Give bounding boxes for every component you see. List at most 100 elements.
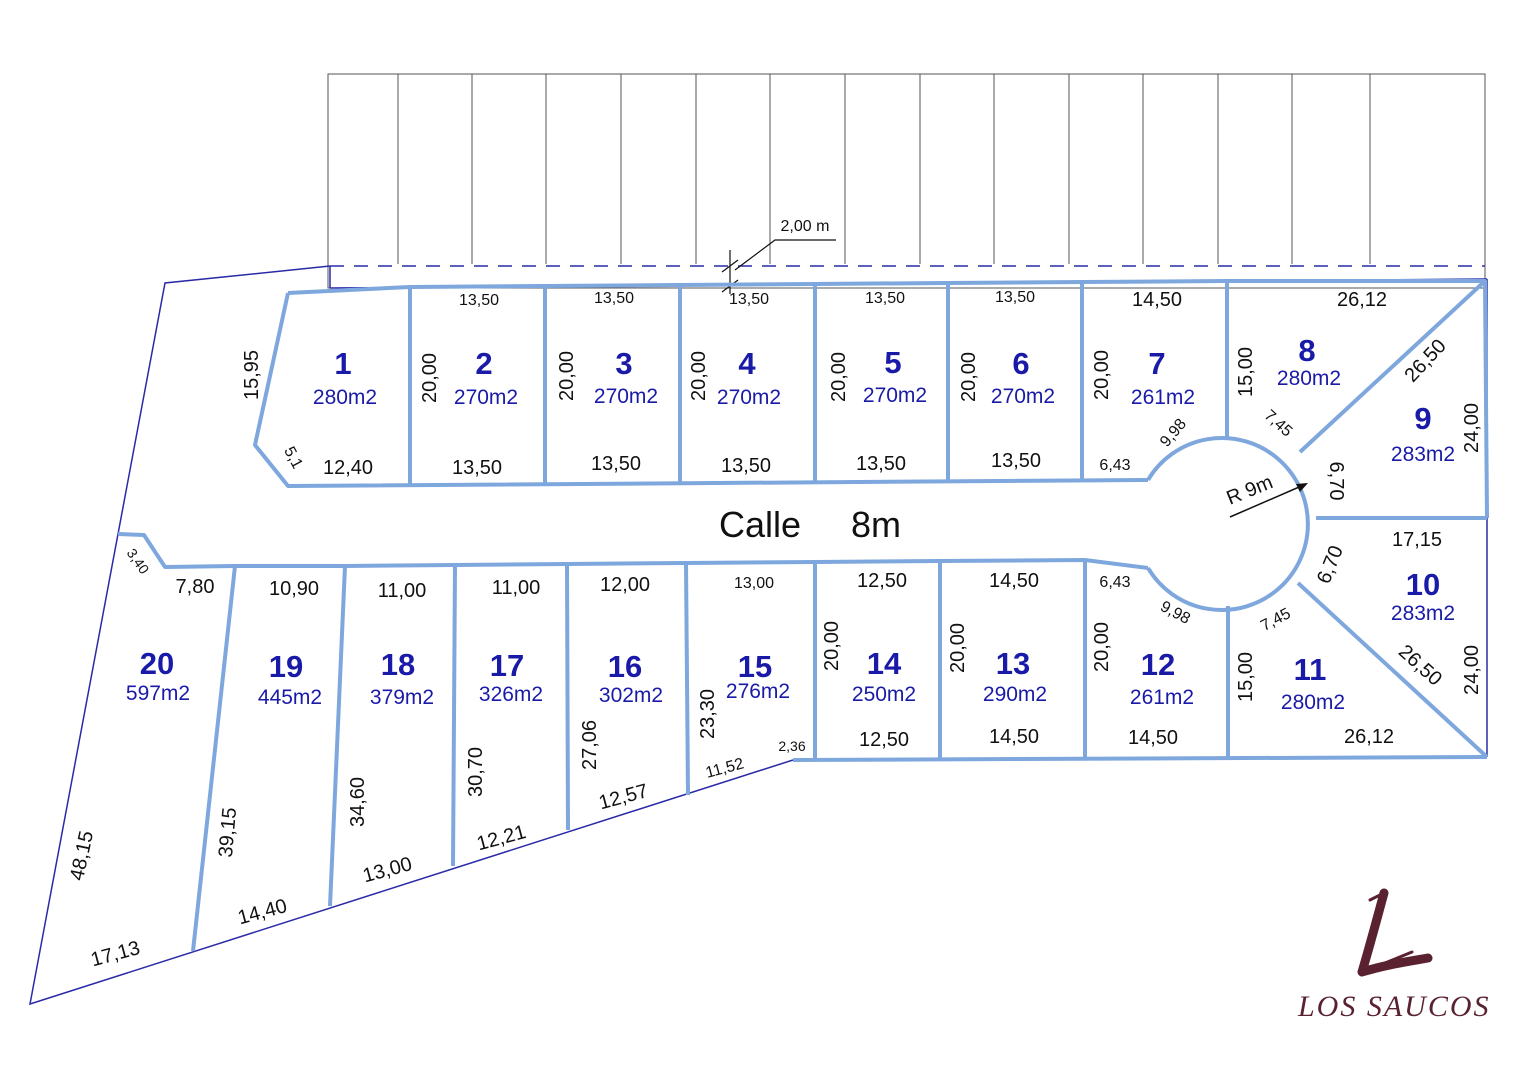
lot-area: 270m2	[454, 386, 518, 409]
dim-label: 13,50	[865, 290, 905, 307]
lot-4[interactable]: 4 270m2	[717, 346, 781, 409]
dim-label: 7,45	[1258, 605, 1294, 635]
lot-area: 261m2	[1131, 386, 1195, 409]
lot-area: 445m2	[258, 686, 322, 709]
lot-number: 6	[1012, 346, 1029, 381]
dim-label: 26,50	[1394, 641, 1446, 691]
dim-label: 7,80	[176, 576, 215, 598]
lot-number: 9	[1414, 401, 1431, 436]
radius-label: R 9m	[1223, 471, 1276, 509]
lot-area: 290m2	[983, 683, 1047, 706]
lot-2[interactable]: 2 270m2	[454, 346, 518, 409]
logo-mark	[1357, 888, 1433, 977]
dim-label: 13,50	[995, 289, 1035, 306]
lot-number: 14	[867, 646, 902, 681]
logo-text: LOS SAUCOS	[1297, 990, 1491, 1023]
south-block-lines	[117, 532, 1489, 952]
lot-number: 2	[475, 346, 492, 381]
lot-area: 270m2	[594, 385, 658, 408]
street-label: Calle 8m	[719, 504, 901, 545]
lot-6[interactable]: 6 270m2	[991, 346, 1055, 408]
dim-label: 27,06	[579, 720, 601, 770]
lot-number: 12	[1141, 647, 1175, 682]
lot-area: 270m2	[991, 385, 1055, 408]
dim-label: 34,60	[347, 777, 369, 827]
dim-label: 13,00	[360, 853, 414, 887]
dim-label: 13,50	[729, 291, 769, 308]
dim-label: 12,40	[323, 457, 373, 479]
dim-label: 14,50	[989, 726, 1039, 748]
lot-number: 8	[1298, 333, 1315, 368]
dim-label: 39,15	[215, 807, 241, 859]
dim-label: 15,95	[241, 350, 263, 400]
lot-area: 326m2	[479, 683, 543, 706]
dim-label: 13,50	[721, 455, 771, 477]
lot-area: 379m2	[370, 686, 434, 709]
dim-label: 12,21	[474, 821, 528, 855]
lot-number: 5	[884, 345, 901, 380]
dim-label: 10,90	[269, 578, 319, 600]
lot-number: 17	[490, 648, 524, 683]
lot-number: 10	[1406, 567, 1440, 602]
lot-number: 11	[1294, 652, 1327, 687]
dim-label: 13,50	[594, 290, 634, 307]
dim-label: 17,13	[88, 937, 142, 971]
dim-label: 13,50	[452, 457, 502, 479]
dim-label: 26,50	[1400, 335, 1450, 387]
east-dimensions: 17,15 6,70 7,45 26,50 24,00 26,12 6,43 9…	[1091, 529, 1483, 749]
lot-area: 270m2	[717, 386, 781, 409]
lot-area: 280m2	[1277, 367, 1341, 390]
dim-label: 15,00	[1235, 347, 1257, 397]
dim-label: 14,50	[1132, 289, 1182, 311]
dim-label: 20,00	[1091, 350, 1113, 400]
dim-label: 6,43	[1099, 457, 1130, 474]
street-name: Calle	[719, 504, 801, 545]
dim-label: 2,36	[778, 738, 805, 754]
lot-area: 250m2	[852, 683, 916, 706]
cul-de-sac	[1146, 436, 1310, 612]
street-width: 8m	[851, 504, 901, 545]
dim-label: 12,57	[596, 780, 650, 814]
brand-logo: LOS SAUCOS	[1297, 888, 1491, 1023]
lot-area: 597m2	[126, 682, 190, 705]
dim-label: 12,50	[857, 570, 907, 592]
lot-area: 283m2	[1391, 602, 1455, 625]
dim-label: 6,43	[1099, 574, 1130, 591]
lot-5[interactable]: 5 270m2	[863, 345, 927, 407]
lot-number: 15	[738, 649, 772, 684]
dim-label: 23,30	[697, 689, 719, 739]
dim-label: 13,50	[856, 453, 906, 475]
dim-label: 6,70	[1313, 543, 1348, 587]
dim-label: 11,00	[492, 577, 541, 599]
dim-label: 20,00	[1091, 622, 1113, 672]
dim-label: 24,00	[1461, 645, 1483, 695]
dim-label: 15,00	[1235, 652, 1257, 702]
dim-label: 20,00	[828, 352, 850, 402]
dim-label: 11,52	[704, 755, 746, 782]
lot-area: 270m2	[863, 384, 927, 407]
dim-label: 24,00	[1461, 403, 1483, 453]
lot-number: 19	[269, 649, 303, 684]
dim-label: 20,00	[958, 352, 980, 402]
dim-label: 14,50	[1128, 727, 1178, 749]
lot-number: 4	[738, 346, 756, 381]
dim-label: 20,00	[556, 351, 578, 401]
dim-label: 48,15	[66, 829, 98, 883]
